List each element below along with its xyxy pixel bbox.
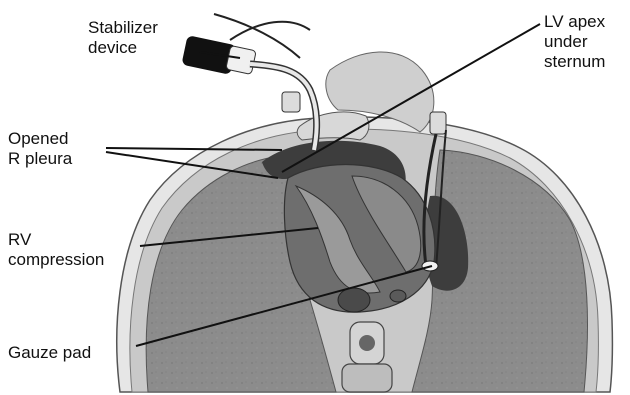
label-line: sternum bbox=[544, 52, 605, 72]
label-opened-r-pleura: Opened R pleura bbox=[8, 129, 72, 169]
esophagus bbox=[390, 290, 406, 302]
label-line: compression bbox=[8, 250, 104, 270]
sternum bbox=[297, 112, 369, 140]
label-gauze-pad: Gauze pad bbox=[8, 343, 91, 363]
label-line: RV bbox=[8, 230, 104, 250]
descending-aorta bbox=[338, 288, 370, 312]
label-lv-apex-under-sternum: LV apex under sternum bbox=[544, 12, 605, 72]
label-line: Stabilizer bbox=[88, 18, 158, 38]
label-line: R pleura bbox=[8, 149, 72, 169]
label-line: Opened bbox=[8, 129, 72, 149]
label-rv-compression: RV compression bbox=[8, 230, 104, 270]
label-line: LV apex bbox=[544, 12, 605, 32]
label-stabilizer-device: Stabilizer device bbox=[88, 18, 158, 58]
label-line: device bbox=[88, 38, 158, 58]
label-line: under bbox=[544, 32, 605, 52]
label-line: Gauze pad bbox=[8, 343, 91, 363]
